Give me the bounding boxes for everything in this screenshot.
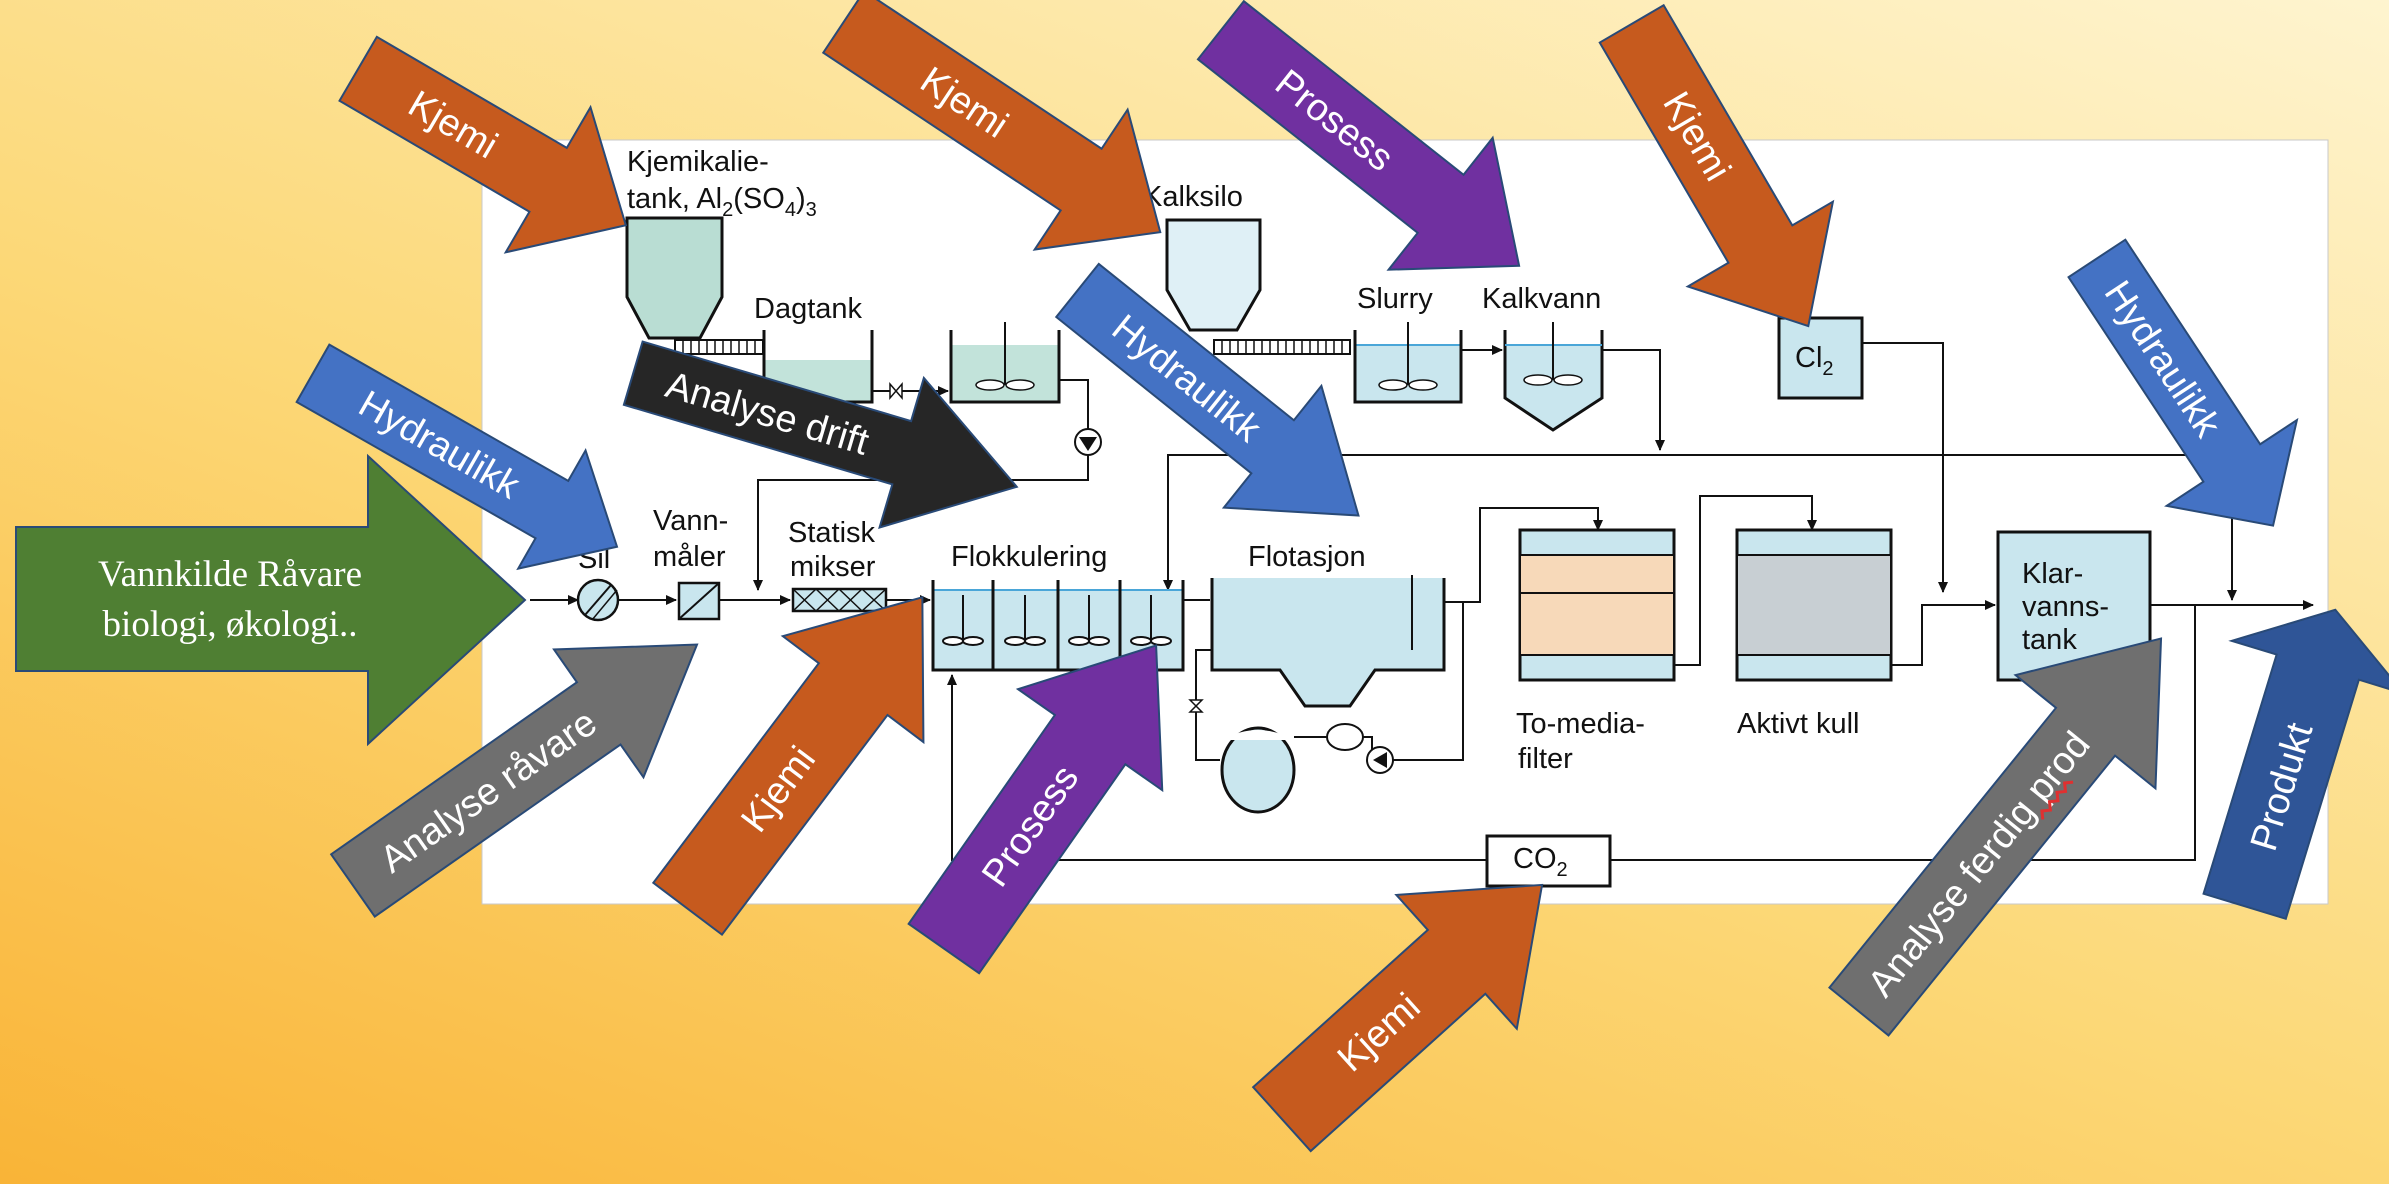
activated-carbon-label: Aktivt kull: [1737, 708, 1859, 740]
pressure-tank: [1220, 726, 1296, 814]
arrow-produkt: Produkt: [2202, 608, 2389, 921]
mixing-tank-1: [949, 330, 1061, 404]
arrow-vannkilde-source: Vannkilde Råvare biologi, økologi..: [15, 453, 527, 747]
source-label-line1: Vannkilde Råvare: [98, 554, 362, 595]
static-mixer-label-line1: Statisk: [788, 517, 876, 549]
static-mixer: [791, 587, 888, 613]
slurry-tank: [1353, 330, 1463, 404]
static-mixer-label-line2: mikser: [790, 551, 876, 583]
clear-water-label-line1: Klar-: [2022, 558, 2083, 590]
chemical-tank-label-line2: tank, Al2(SO4)3: [627, 183, 817, 221]
flotation-label: Flotasjon: [1248, 541, 1366, 573]
kalkvann-label: Kalkvann: [1482, 283, 1601, 315]
co2-label: CO2: [1513, 843, 1568, 881]
clear-water-label-line2: vanns-: [2022, 591, 2109, 623]
lime-silo: [1165, 218, 1262, 332]
chemical-tank-hopper: [625, 216, 724, 340]
dagtank-label: Dagtank: [754, 293, 863, 325]
flotation-basin: [1210, 578, 1446, 708]
compressor: [1326, 723, 1364, 751]
chlorine-label: Cl2: [1795, 342, 1834, 380]
flocculation-label: Flokkulering: [951, 541, 1107, 573]
chlorine-box: [1777, 316, 1864, 400]
kalksilo-label: Kalksilo: [1143, 181, 1243, 213]
clear-water-label-line3: tank: [2022, 624, 2077, 656]
arrow-prosess-bottom: Prosess: [907, 644, 1164, 975]
vannmaler-label-line2: måler: [653, 541, 726, 573]
dual-media-label-line1: To-media-: [1516, 708, 1645, 740]
dual-media-label-line2: filter: [1518, 743, 1573, 775]
screw-conveyor-1: [674, 339, 764, 355]
vannmaler-label-line1: Vann-: [653, 505, 728, 537]
co2-box: [1485, 834, 1612, 888]
flocculation-basin: [931, 580, 1185, 672]
chemical-tank-label-line1: Kjemikalie-: [627, 146, 769, 178]
lime-water-tank: [1503, 330, 1604, 432]
valve-icon: [889, 381, 903, 401]
source-label-line2: biologi, økologi..: [103, 604, 358, 645]
slurry-label: Slurry: [1357, 283, 1433, 315]
screw-conveyor-2: [1213, 339, 1351, 355]
